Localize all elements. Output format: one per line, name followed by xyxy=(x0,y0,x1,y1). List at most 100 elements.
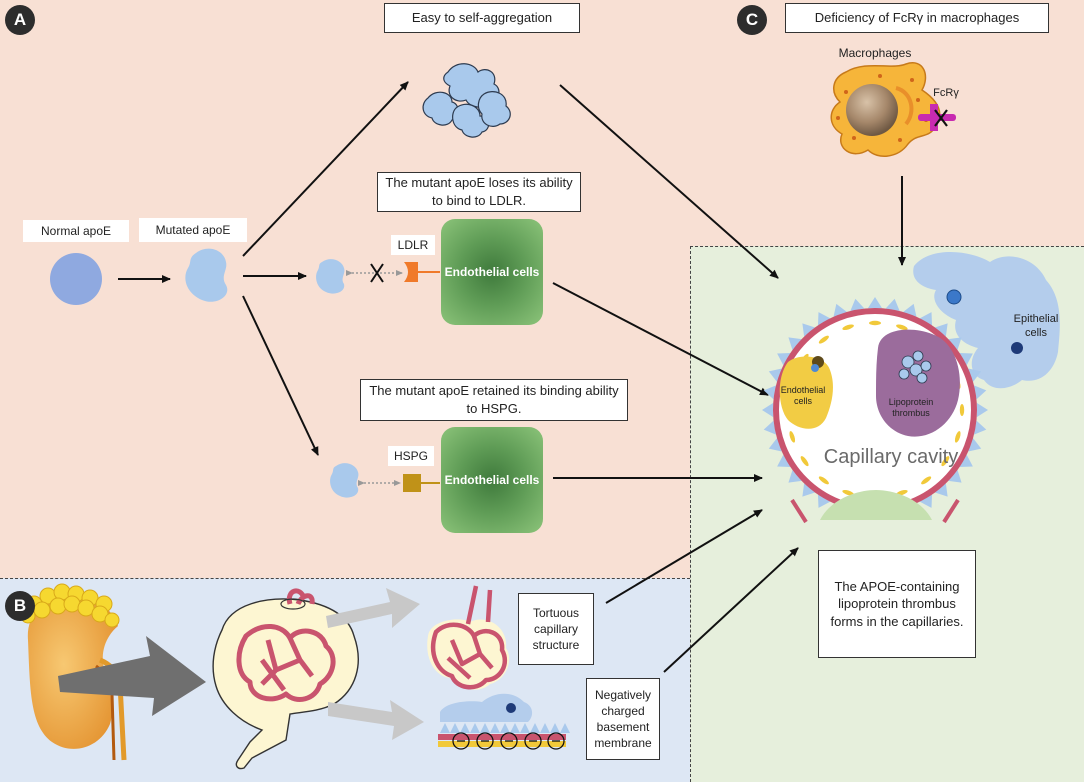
ldlr-receptor-icon xyxy=(404,262,440,282)
villus xyxy=(959,454,973,468)
foot-process xyxy=(460,723,470,733)
endothelial-dash xyxy=(842,489,854,496)
fcr-cross-icon xyxy=(934,109,948,127)
foot-process xyxy=(560,723,570,733)
negative-charge-icon xyxy=(500,732,518,750)
villus xyxy=(948,469,962,483)
villus xyxy=(968,368,982,382)
villus xyxy=(919,312,933,326)
villus xyxy=(762,402,774,418)
macrophages-label: Macrophages xyxy=(838,46,912,60)
mutant-apoe-hspg-icon xyxy=(330,463,359,498)
villus xyxy=(817,494,831,508)
hspg-receptor-icon xyxy=(403,474,440,492)
macrophage-icon xyxy=(830,62,956,157)
tortuous-capillary-icon xyxy=(427,585,510,690)
foot-process xyxy=(550,723,560,733)
normal-apoe-label: Normal apoE xyxy=(23,220,129,242)
endothelial-cells-hspg: Endothelial cells xyxy=(441,427,543,533)
foot-process xyxy=(530,723,540,733)
basement-membrane-icon xyxy=(438,693,570,750)
endothelial-dash xyxy=(818,335,829,344)
villus xyxy=(968,438,982,452)
thrombus-aggregate-icon xyxy=(898,350,932,384)
endothelial-dash xyxy=(789,431,796,443)
aggregated-apoe-icon xyxy=(422,63,511,138)
villus xyxy=(777,454,791,468)
endothelial-dash xyxy=(896,324,908,331)
deficiency-fcr-box: Deficiency of FcRγ in macrophages xyxy=(785,3,1049,33)
epithelial-cell-icon xyxy=(913,252,1060,389)
endothelial-cells-small-label: Endothelial cells xyxy=(780,385,826,407)
villus xyxy=(867,297,883,309)
foot-process xyxy=(500,723,510,733)
large-arrow-icon xyxy=(58,636,206,716)
negative-charge-icon xyxy=(524,732,542,750)
foot-process xyxy=(470,723,480,733)
foot-process xyxy=(520,723,530,733)
capillary-cavity-label: Capillary cavity xyxy=(823,446,959,468)
thrombus-forms-box: The APOE-containing lipoprotein thrombus… xyxy=(818,550,976,658)
foot-process xyxy=(540,723,550,733)
endothelial-cells-ldlr: Endothelial cells xyxy=(441,219,543,325)
light-arrow-down-icon xyxy=(328,700,424,740)
endothelial-dash xyxy=(921,476,932,485)
negative-charge-icon xyxy=(547,732,565,750)
villus xyxy=(885,298,900,312)
endothelial-dash xyxy=(818,476,829,485)
villus xyxy=(973,385,987,400)
villus xyxy=(976,402,988,418)
villus xyxy=(768,368,782,382)
villus xyxy=(934,483,948,497)
light-arrow-up-icon xyxy=(326,588,420,628)
panel-b-badge: B xyxy=(5,591,35,621)
villus xyxy=(850,298,865,312)
foot-process xyxy=(440,723,450,733)
fcr-label: FcRγ xyxy=(933,87,959,99)
villus xyxy=(768,438,782,452)
villus xyxy=(903,303,917,317)
panel-a-badge: A xyxy=(5,5,35,35)
loses-ldlr-box: The mutant apoE loses its ability to bin… xyxy=(377,172,581,212)
villus xyxy=(948,337,962,351)
villus xyxy=(763,385,777,400)
glomerulus-icon xyxy=(212,588,359,770)
lipoprotein-thrombus-label: Lipoprotein thrombus xyxy=(888,397,934,419)
villus xyxy=(788,469,802,483)
foot-process xyxy=(510,723,520,733)
endothelial-dash xyxy=(954,431,961,443)
cross-icon xyxy=(370,263,384,283)
capillary-villi xyxy=(762,297,988,508)
villus xyxy=(934,323,948,337)
villus xyxy=(817,312,831,326)
mutant-apoe-ldlr-icon xyxy=(316,259,345,294)
endothelial-dash xyxy=(800,456,809,467)
villus xyxy=(802,323,816,337)
normal-apoe-icon xyxy=(50,253,102,305)
ldlr-label: LDLR xyxy=(391,235,435,255)
villus xyxy=(973,420,987,435)
mutated-apoe-label: Mutated apoE xyxy=(139,218,247,242)
negative-charge-icon xyxy=(476,732,494,750)
foot-process xyxy=(480,723,490,733)
lipoprotein-thrombus-icon xyxy=(876,329,960,437)
retains-hspg-box: The mutant apoE retained its binding abi… xyxy=(360,379,628,421)
endothelial-dash xyxy=(959,404,965,416)
self-aggregation-box: Easy to self-aggregation xyxy=(384,3,580,33)
villus xyxy=(788,337,802,351)
negatively-charged-box: Negatively charged basement membrane xyxy=(586,678,660,760)
panel-c-badge: C xyxy=(737,5,767,35)
villus xyxy=(919,494,933,508)
basement-base xyxy=(820,490,932,520)
epithelial-cells-label: Epithelial cells xyxy=(1013,313,1059,339)
endothelial-cell-icon xyxy=(779,356,833,429)
hspg-label: HSPG xyxy=(388,446,434,466)
negative-charge-icon xyxy=(452,732,470,750)
foot-process xyxy=(450,723,460,733)
villus xyxy=(959,352,973,366)
villus xyxy=(833,303,847,317)
villus xyxy=(763,420,777,435)
villus xyxy=(777,352,791,366)
foot-process xyxy=(490,723,500,733)
